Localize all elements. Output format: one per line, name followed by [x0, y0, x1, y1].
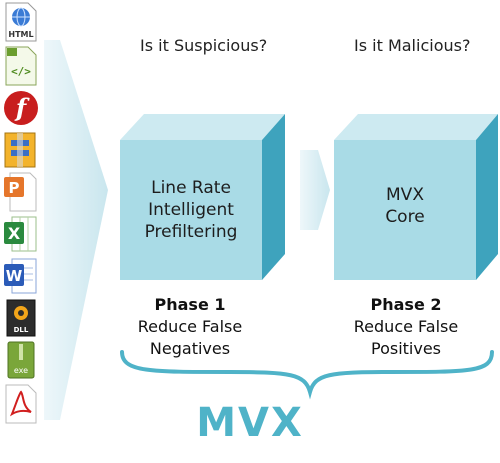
phase1-cube-line: Prefiltering	[144, 222, 238, 242]
phase2-cube	[334, 114, 498, 280]
archive-file-icon	[4, 132, 36, 168]
phase2-question: Is it Malicious?	[354, 36, 471, 55]
phase1-cube-side	[262, 114, 285, 280]
phase2-cube-side	[476, 114, 498, 280]
phase1-cube-line: Line Rate	[151, 178, 231, 198]
word-file-icon: W	[4, 258, 37, 294]
phase1-cube-top	[120, 114, 285, 140]
phase1-desc-line: Negatives	[149, 339, 231, 358]
phase2-cube-front	[334, 140, 476, 280]
curly-brace	[120, 350, 494, 400]
phase2-description: Phase 2 Reduce False Positives	[326, 294, 486, 360]
dll-icon-label: DLL	[14, 326, 29, 334]
phase1-cube-label: Line Rate Intelligent Prefiltering	[120, 177, 262, 243]
excel-icon-label: X	[8, 224, 21, 243]
powerpoint-file-icon: P	[4, 172, 37, 212]
script-icon-label: </>	[11, 65, 31, 78]
phase2-desc-line: Reduce False	[353, 317, 459, 336]
funnel-arrow	[44, 40, 108, 420]
phase1-cube	[120, 114, 285, 280]
script-file-icon: </>	[5, 46, 37, 86]
html-icon-label: HTML	[8, 30, 33, 39]
phase2-desc-line: Positives	[370, 339, 441, 358]
excel-file-icon: X	[4, 216, 37, 252]
phase2-cube-line: Core	[385, 207, 425, 227]
html-file-icon: HTML	[5, 2, 37, 42]
dll-file-icon: DLL	[6, 299, 36, 337]
phase2-cube-top	[334, 114, 498, 140]
powerpoint-icon-label: P	[9, 179, 20, 197]
phase2-cube-label: MVX Core	[334, 184, 476, 228]
phase1-title: Phase 1	[154, 295, 226, 314]
exe-file-icon: exe	[7, 341, 35, 379]
phase1-description: Phase 1 Reduce False Negatives	[110, 294, 270, 360]
phase1-cube-line: Intelligent	[148, 200, 234, 220]
flash-file-icon: f	[4, 91, 38, 125]
mvx-logo: MVX	[196, 400, 304, 446]
phase2-cube-line: MVX	[386, 185, 424, 205]
phase1-question: Is it Suspicious?	[140, 36, 268, 55]
phase-connector-arrow	[300, 150, 330, 230]
phase1-cube-front	[120, 140, 262, 280]
phase2-title: Phase 2	[370, 295, 442, 314]
file-type-icon-column: HTML </> f P X	[0, 0, 44, 463]
phase1-desc-line: Reduce False	[137, 317, 243, 336]
flash-icon-label: f	[14, 93, 30, 122]
word-icon-label: W	[6, 267, 23, 285]
pdf-file-icon	[5, 384, 37, 424]
exe-icon-label: exe	[14, 366, 28, 375]
